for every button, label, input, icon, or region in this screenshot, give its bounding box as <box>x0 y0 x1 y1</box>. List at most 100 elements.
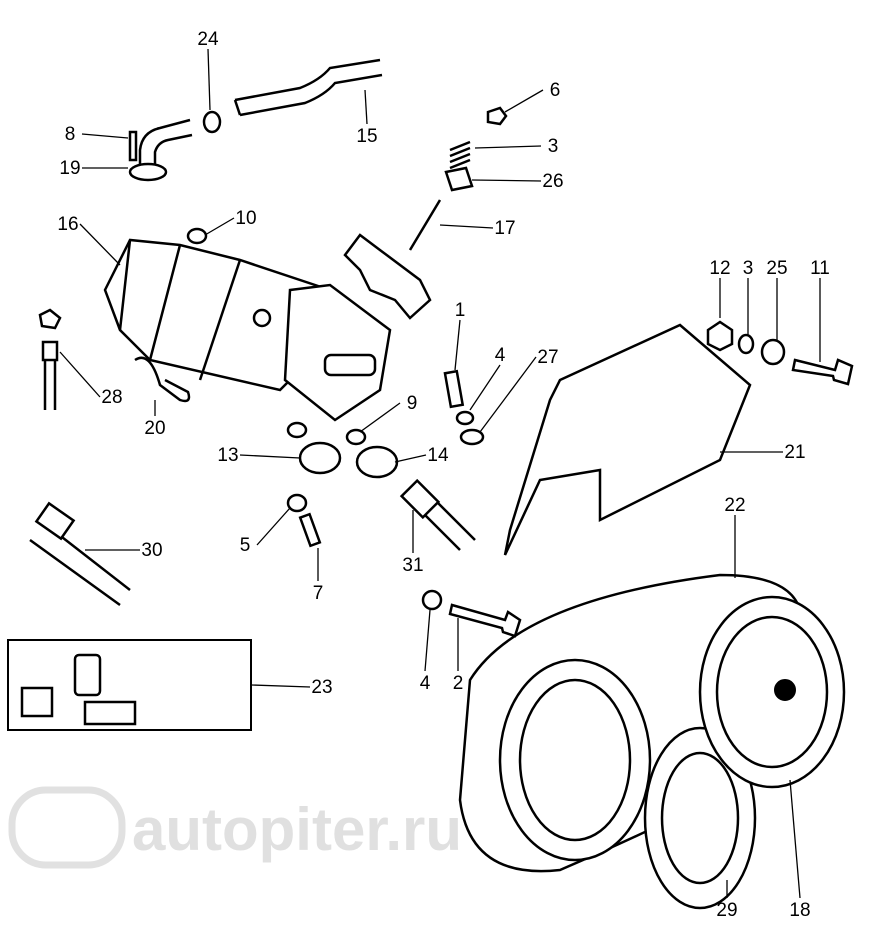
pump-ribs <box>118 239 242 381</box>
callout-label-2: 2 <box>453 673 464 694</box>
callout-label-27: 27 <box>537 347 558 368</box>
leader-line-4 <box>424 609 431 672</box>
washer-27 <box>459 428 485 446</box>
washer-4a <box>455 410 475 426</box>
bolt-11 <box>791 358 854 386</box>
nut-12 <box>706 320 734 352</box>
washer-3 <box>737 333 755 355</box>
washer-5 <box>286 493 308 513</box>
fitting-13 <box>298 441 342 475</box>
clamp-bracket <box>343 233 432 320</box>
washer-9b <box>345 428 367 446</box>
hose-15 <box>234 58 383 117</box>
leader-line-24 <box>207 48 211 111</box>
bolt-7 <box>298 512 322 548</box>
kit-23-tube <box>73 653 102 697</box>
callout-label-9: 9 <box>407 393 418 414</box>
nut-6 <box>486 106 508 126</box>
leader-line-9 <box>359 402 401 433</box>
callout-label-4: 4 <box>420 673 431 694</box>
callout-label-11: 11 <box>810 258 830 279</box>
kit-23-box <box>7 639 252 731</box>
callout-label-12: 12 <box>709 258 730 279</box>
leader-line-13 <box>239 454 301 459</box>
fitting-31 <box>399 478 441 520</box>
watermark-text: autopiter.ru <box>132 796 462 863</box>
fitting-30 <box>34 501 76 541</box>
pulley-29-inner <box>660 751 740 885</box>
leader-line-4 <box>469 364 501 411</box>
leader-line-18 <box>789 779 801 899</box>
stud-17 <box>408 199 442 251</box>
fitting-14 <box>355 445 399 479</box>
callout-label-31: 31 <box>402 555 423 576</box>
leader-line-23 <box>251 684 311 688</box>
callout-label-19: 19 <box>59 158 80 179</box>
leader-line-10 <box>204 217 235 236</box>
callout-label-26: 26 <box>542 171 563 192</box>
pump-port <box>252 308 272 328</box>
callout-label-20: 20 <box>144 418 165 439</box>
callout-label-25: 25 <box>766 258 787 279</box>
fitting-28 <box>38 308 62 330</box>
leader-line-28 <box>59 351 101 398</box>
callout-label-10: 10 <box>235 208 256 229</box>
callout-label-1: 1 <box>455 300 466 321</box>
callout-label-4: 4 <box>495 345 506 366</box>
callout-label-24: 24 <box>197 29 219 50</box>
leader-line-26 <box>471 179 542 182</box>
callout-label-6: 6 <box>550 80 561 101</box>
leader-line-27 <box>479 356 537 433</box>
pulley-18-hub <box>774 679 796 701</box>
leader-lines <box>59 48 821 899</box>
leader-line-17 <box>439 224 494 229</box>
leader-line-15 <box>364 89 368 125</box>
leader-line-6 <box>504 89 544 113</box>
washer-9a <box>286 421 308 439</box>
oring-10 <box>186 227 208 245</box>
callout-label-5: 5 <box>240 535 251 556</box>
callout-label-3: 3 <box>743 258 754 279</box>
pipe-19 <box>138 118 193 170</box>
spring-3 <box>449 140 471 170</box>
pulley-18 <box>698 595 846 789</box>
callout-label-16: 16 <box>57 214 78 235</box>
callout-label-23: 23 <box>311 677 332 698</box>
bolt-8 <box>128 130 138 162</box>
washer-25 <box>760 338 786 366</box>
callout-label-22: 22 <box>724 495 745 516</box>
pulley-18-rim <box>715 615 829 769</box>
watermark: autopiter.ru <box>8 786 462 869</box>
bracket-26 <box>444 166 474 192</box>
leader-line-5 <box>256 507 291 546</box>
leader-line-16 <box>79 223 121 266</box>
callout-label-7: 7 <box>313 583 324 604</box>
callout-label-13: 13 <box>217 445 238 466</box>
hose-30 <box>29 519 131 607</box>
callout-label-8: 8 <box>65 124 76 145</box>
clamp-24 <box>202 110 222 134</box>
bracket-21 <box>503 323 752 556</box>
kit-23-pack <box>83 700 137 726</box>
bolt-2 <box>448 603 522 638</box>
callout-label-15: 15 <box>356 126 377 147</box>
leader-line-1 <box>454 319 461 371</box>
hose-15-end <box>233 99 242 116</box>
callout-label-29: 29 <box>716 900 737 921</box>
callout-label-21: 21 <box>784 442 805 463</box>
leader-line-8 <box>81 133 129 139</box>
pump-flange <box>283 283 392 422</box>
leader-line-14 <box>394 454 427 463</box>
callout-label-18: 18 <box>789 900 810 921</box>
callout-label-17: 17 <box>494 218 515 239</box>
fitting-28b <box>41 340 59 362</box>
drum-pulley-grooves <box>518 678 632 842</box>
bolt-1 <box>443 369 465 409</box>
kit-23-block <box>20 686 54 718</box>
shaft <box>323 353 377 377</box>
flange-19 <box>128 162 168 182</box>
callout-label-3: 3 <box>548 136 559 157</box>
